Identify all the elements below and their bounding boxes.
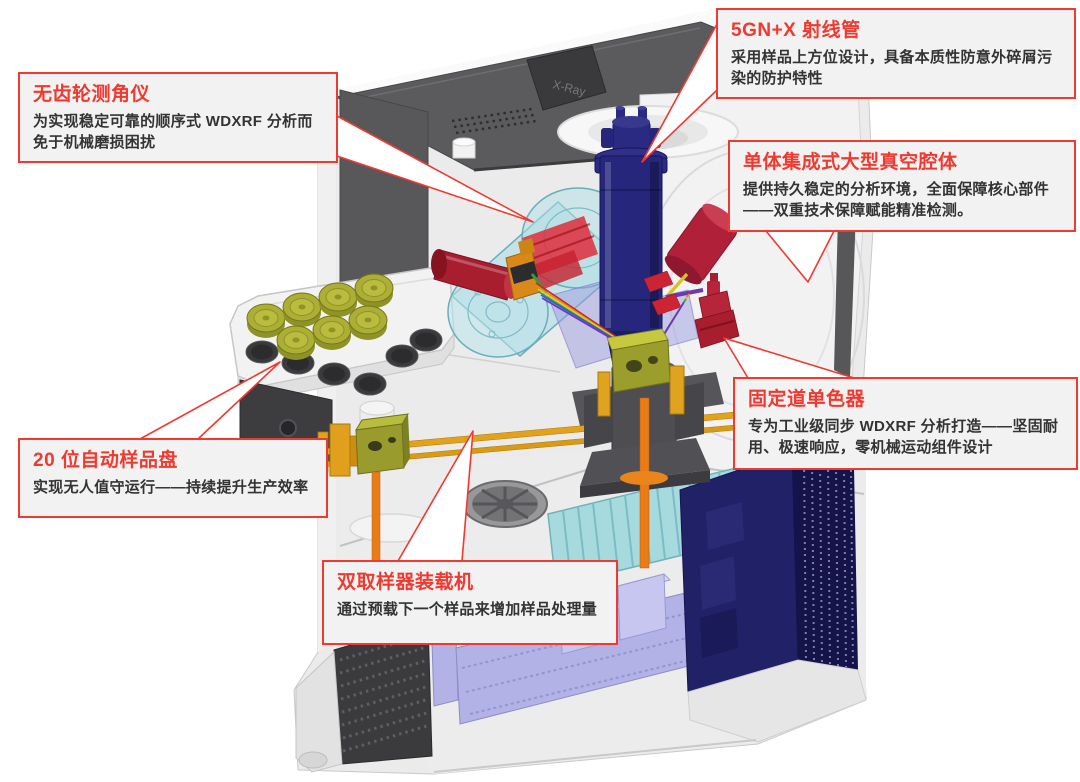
lid-vent-dots [451,107,537,135]
fixed-monochromator-graphic [643,203,740,349]
loader-rod [371,471,381,573]
sample-stage [572,328,724,569]
left-pedestal [295,650,757,773]
callout-body: 采用样品上方位设计，具备本质性防意外碎屑污染的防护特性 [731,48,1053,88]
callout-vacuum-chamber: 单体集成式大型真空腔体 提供持久稳定的分析环境，全面保障核心部件——双重技术保障… [728,140,1076,232]
cabinet-perforations [803,457,854,669]
callout-title: 双取样器装载机 [337,572,474,593]
callout-dual-loader: 双取样器装载机 通过预载下一个样品来增加样品处理量 [322,560,618,645]
xray-warning-flap [526,45,607,111]
callout-body: 通过预载下一个样品来增加样品处理量 [337,600,598,618]
callout-leaders [139,23,855,562]
callout-body: 专为工业级同步 WDXRF 分析打造——坚固耐用、极速响应，零机械运动组件设计 [748,417,1059,457]
electronics-cabinet [679,451,867,743]
callout-title: 20 位自动样品盘 [33,450,178,471]
cooling-fan [462,480,548,528]
callout-sample-tray: 20 位自动样品盘 实现无人值守运行——持续提升生产效率 [18,438,328,518]
callout-body: 为实现稳定可靠的顺序式 WDXRF 分析而免于机械磨损困扰 [33,112,313,152]
callout-body: 提供持久稳定的分析环境，全面保障核心部件——双重技术保障赋能精准检测。 [743,180,1050,220]
callout-title: 固定道单色器 [748,389,866,410]
loader-graphic [329,400,410,573]
callout-title: 单体集成式大型真空腔体 [743,152,958,173]
callout-xray-tube: 5GN+X 射线管 采用样品上方位设计，具备本质性防意外碎屑污染的防护特性 [716,8,1076,100]
callout-title: 5GN+X 射线管 [731,20,861,41]
callout-body: 实现无人值守运行——持续提升生产效率 [33,478,309,496]
callout-gearless-goniometer: 无齿轮测角仪 为实现稳定可靠的顺序式 WDXRF 分析而免于机械磨损困扰 [18,72,338,164]
callout-fixed-monochromator: 固定道单色器 专为工业级同步 WDXRF 分析打造——坚固耐用、极速响应，零机械… [733,377,1078,470]
callout-title: 无齿轮测角仪 [33,84,151,105]
